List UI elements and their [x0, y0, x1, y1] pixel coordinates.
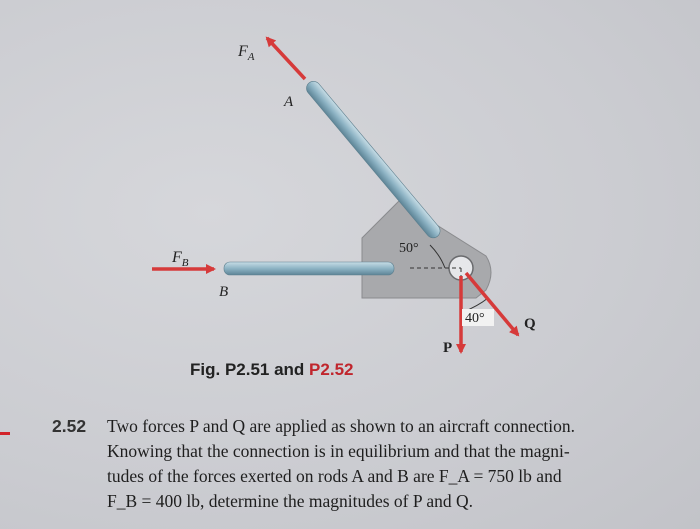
force-diagram: FA A FB B 50° 40° P Q — [152, 36, 536, 356]
caption-prefix: Fig. P2.51 and — [190, 360, 310, 379]
problem-line-3: tudes of the forces exerted on rods A an… — [107, 466, 562, 486]
force-a-arrow — [265, 36, 307, 81]
problem-body: Two forces P and Q are applied as shown … — [107, 414, 672, 514]
margin-marker — [0, 432, 10, 435]
rod-b — [223, 261, 395, 276]
rod-b-label: B — [219, 284, 228, 300]
rod-a — [306, 81, 441, 239]
connection-plate — [361, 195, 492, 299]
angle-label-50: 50° — [399, 241, 419, 256]
force-q-arrow — [464, 271, 520, 337]
problem-statement: 2.52 Two forces P and Q are applied as s… — [52, 414, 672, 514]
angle-label-40-box — [462, 309, 494, 326]
problem-line-4: F_B = 400 lb, determine the magnitudes o… — [107, 491, 473, 511]
force-p-label: P — [443, 340, 452, 356]
angle-label-40: 40° — [465, 311, 485, 326]
problem-number: 2.52 — [52, 416, 87, 436]
force-b-label: FB — [171, 249, 189, 269]
angle-arc-50 — [429, 244, 446, 269]
problem-line-1: Two forces P and Q are applied as shown … — [107, 416, 576, 436]
force-a-label: FA — [237, 43, 255, 63]
caption-highlight: P2.52 — [309, 360, 354, 379]
rod-a-label: A — [283, 94, 294, 110]
force-q-label: Q — [524, 316, 536, 332]
problem-line-2: Knowing that the connection is in equili… — [107, 441, 570, 461]
figure-caption: Fig. P2.51 and P2.52 — [190, 360, 353, 380]
